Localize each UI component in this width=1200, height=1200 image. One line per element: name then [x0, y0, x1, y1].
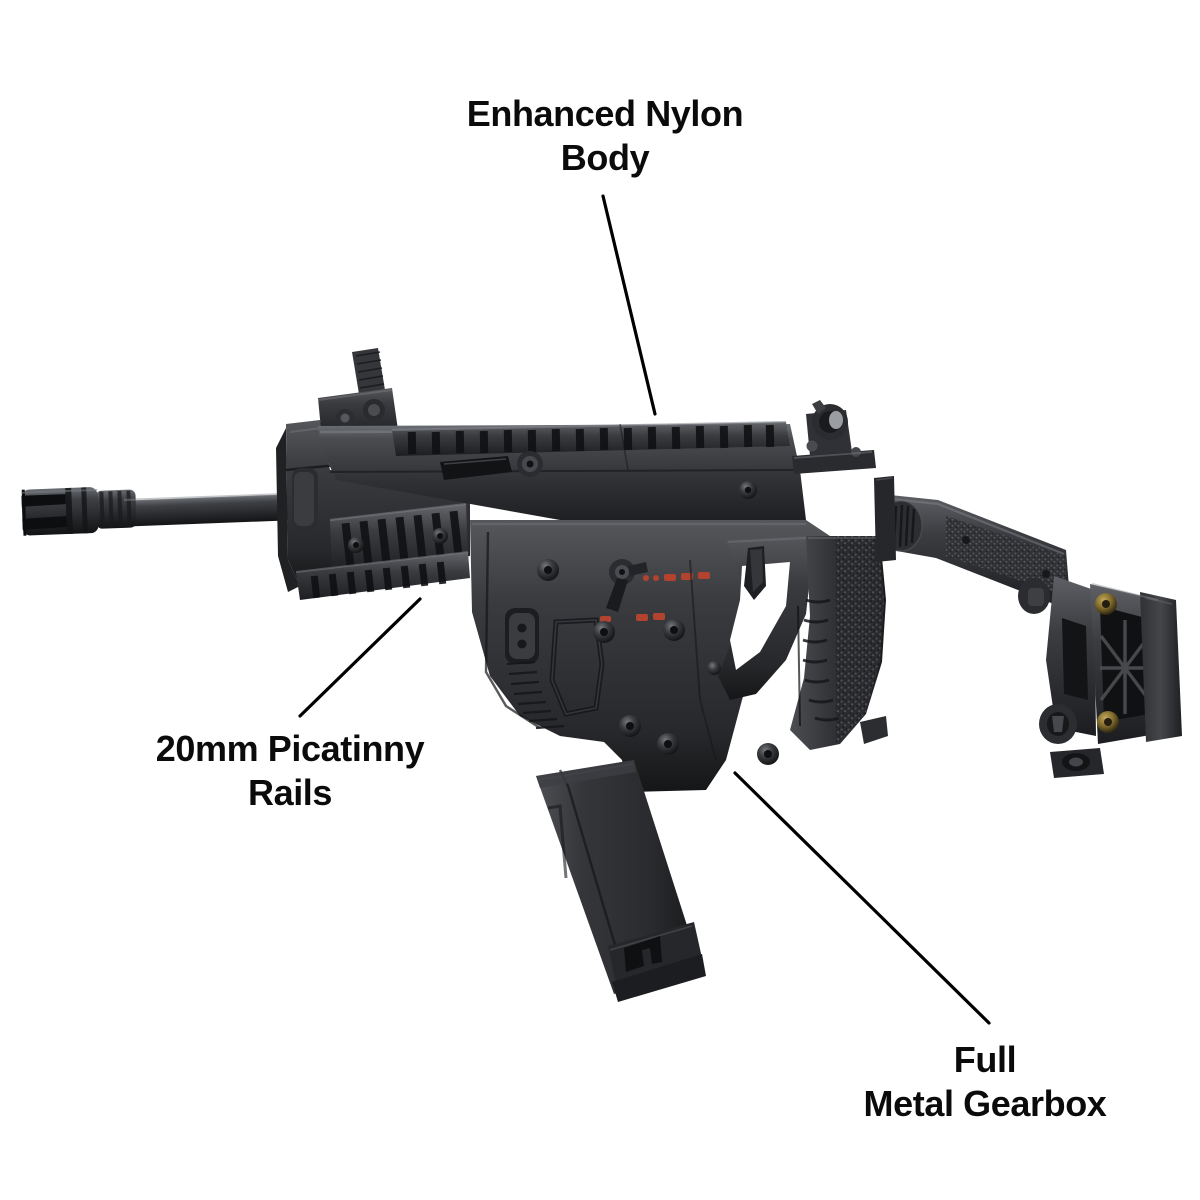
trigger-group	[718, 536, 812, 700]
leader-line-gearbox	[733, 771, 991, 1025]
upper-receiver	[318, 420, 806, 528]
stock-arm	[874, 476, 1070, 608]
hinge-screws	[1095, 593, 1119, 733]
top-picatinny-rail	[391, 420, 790, 456]
side-picatinny-rail	[329, 502, 468, 572]
lower-picatinny-rail	[295, 551, 470, 600]
hinge-pivots	[1018, 578, 1077, 744]
magazine-release	[505, 608, 539, 664]
buttpad-star	[1099, 620, 1151, 714]
callout-full-metal-gearbox: Full Metal Gearbox	[863, 1039, 1107, 1124]
lower-receiver	[470, 520, 830, 792]
leader-line-body	[601, 194, 657, 416]
stock-buttstock	[1018, 576, 1182, 778]
selector-markings	[600, 572, 710, 622]
barrel-assembly	[21, 487, 321, 536]
body-screws	[537, 559, 779, 765]
fire-selector	[606, 559, 648, 612]
magazine	[536, 760, 706, 1002]
trigger	[744, 546, 766, 600]
leader-line-rails	[298, 597, 422, 718]
callout-picatinny-rails: 20mm Picatinny Rails	[155, 728, 425, 813]
receiver-front-ribs	[506, 660, 565, 730]
callout-enhanced-nylon-body: Enhanced Nylon Body	[466, 93, 744, 178]
rear-sight	[792, 400, 876, 474]
leader-lines	[298, 194, 991, 1025]
grip-finger-grooves	[802, 598, 840, 722]
